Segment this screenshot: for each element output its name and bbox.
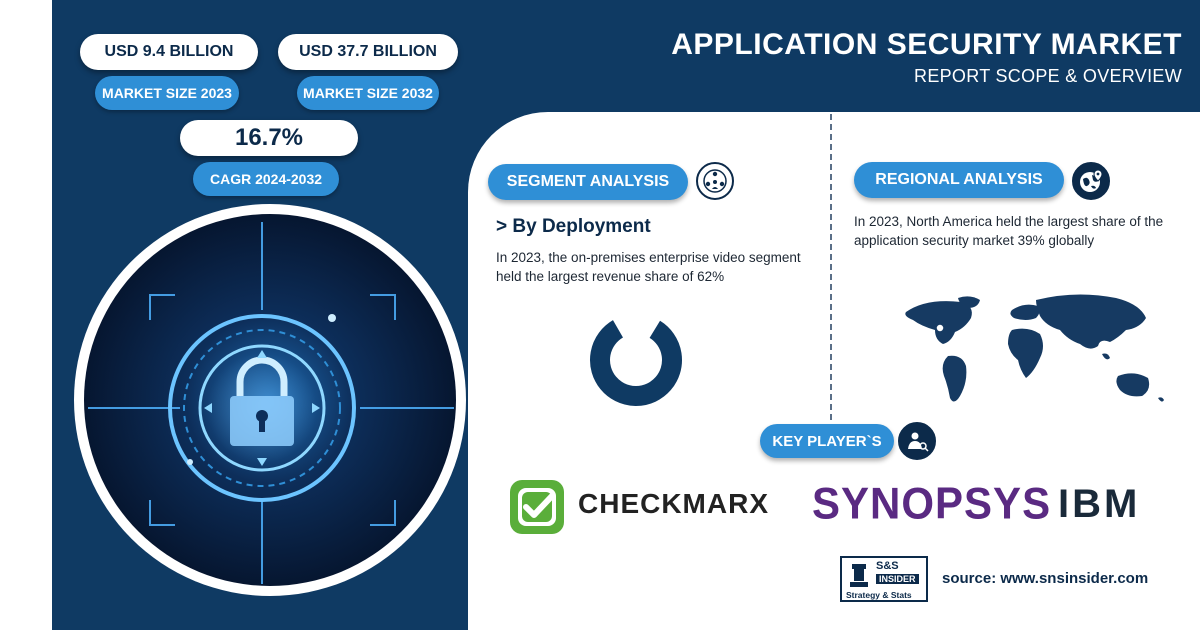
market-size-2023-label: MARKET SIZE 2023	[95, 76, 239, 110]
key-person-icon	[898, 422, 936, 460]
synopsys-logo: SYNOPSYS	[812, 478, 1052, 529]
market-size-2032-value: USD 37.7 BILLION	[278, 34, 458, 70]
page-title: APPLICATION SECURITY MARKET	[671, 28, 1182, 61]
segment-text: In 2023, the on-premises enterprise vide…	[496, 250, 801, 284]
sns-brand-mid: INSIDER	[876, 574, 919, 584]
key-players-heading: KEY PLAYER`S	[760, 424, 894, 458]
left-strip	[0, 0, 52, 630]
chess-piece-icon	[850, 564, 868, 587]
segment-analysis-heading: SEGMENT ANALYSIS	[488, 164, 688, 200]
checkmarx-logo: CHECKMARX	[578, 488, 769, 519]
world-map	[905, 294, 1164, 402]
page-subtitle: REPORT SCOPE & OVERVIEW	[914, 66, 1182, 86]
cagr-value: 16.7%	[180, 120, 358, 156]
segment-subheading: > By Deployment	[496, 216, 651, 237]
donut-segment-on-premises	[590, 320, 682, 406]
cagr-label: CAGR 2024-2032	[193, 162, 339, 196]
security-lock-illustration	[74, 204, 466, 596]
ibm-logo: IBM	[1058, 482, 1141, 526]
market-size-2032-label: MARKET SIZE 2032	[297, 76, 439, 110]
north-america-marker	[935, 323, 945, 333]
section-divider	[830, 114, 832, 420]
sns-brand-tagline: Strategy & Stats	[846, 590, 912, 600]
globe-location-icon	[1072, 162, 1110, 200]
sns-insider-logo: S&S INSIDER Strategy & Stats	[840, 556, 928, 602]
regional-text: In 2023, North America held the largest …	[854, 214, 1164, 248]
sns-brand-top: S&S	[876, 560, 899, 572]
people-group-icon	[696, 162, 734, 200]
regional-analysis-heading: REGIONAL ANALYSIS	[854, 162, 1064, 198]
source-text: source: www.snsinsider.com	[942, 570, 1149, 587]
checkmarx-logo-icon	[510, 480, 564, 534]
deployment-donut-chart	[590, 320, 682, 406]
market-size-2023-value: USD 9.4 BILLION	[80, 34, 258, 70]
